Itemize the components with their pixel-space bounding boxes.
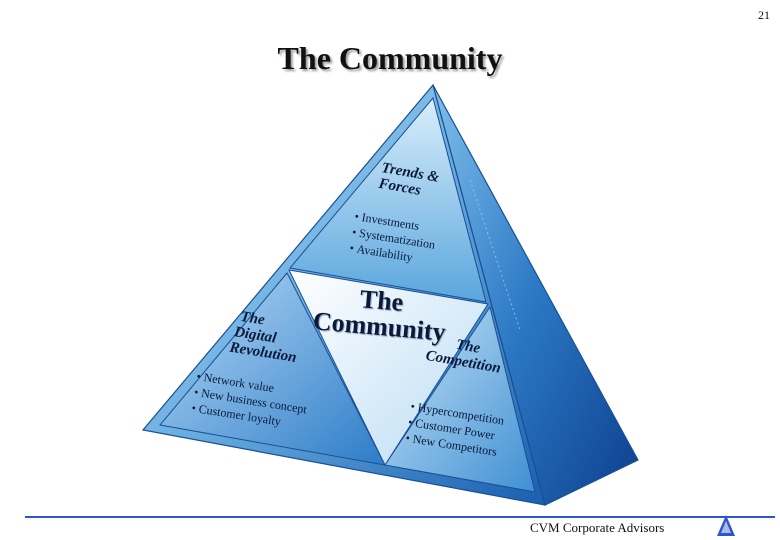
footer-company-name: CVM Corporate Advisors xyxy=(530,520,664,536)
company-logo-icon xyxy=(715,514,737,538)
footer-rule xyxy=(25,516,775,518)
left-face-heading: The Digital Revolution xyxy=(228,308,302,366)
